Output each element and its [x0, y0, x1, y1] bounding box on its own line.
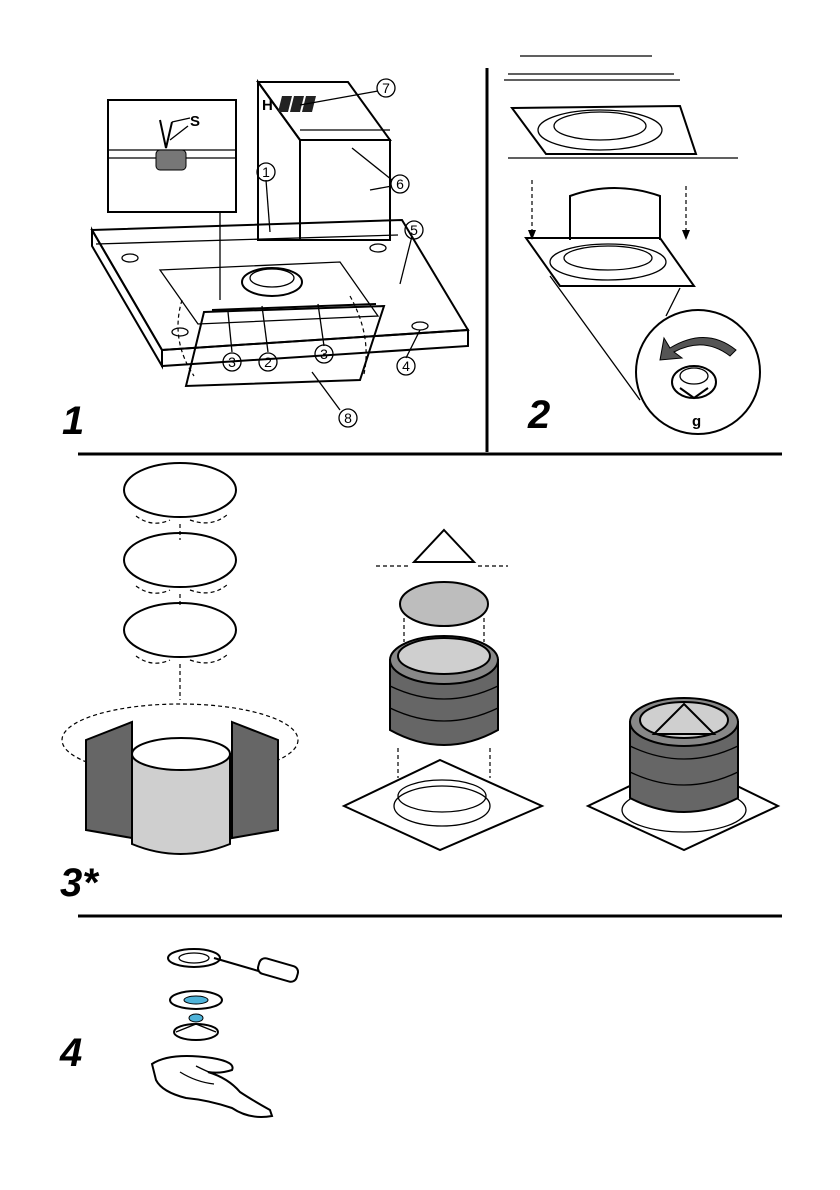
filter-disc	[400, 582, 488, 626]
step-label-1: 1	[62, 399, 84, 443]
filter-stack	[390, 636, 498, 745]
assembled-filter	[588, 698, 778, 850]
lamp-holder	[170, 991, 222, 1009]
chimney	[258, 82, 390, 240]
panel-4-lamp: 4	[59, 949, 299, 1117]
callout-1: 1	[257, 163, 275, 181]
label-s: S	[190, 113, 200, 130]
magnifier-detail: g	[636, 310, 760, 434]
svg-text:3: 3	[320, 346, 328, 362]
hand-icon	[152, 1056, 272, 1117]
callout-2: 2	[259, 353, 277, 371]
svg-text:3: 3	[228, 354, 236, 370]
filter-cover	[376, 530, 508, 566]
svg-text:8: 8	[344, 410, 352, 426]
screwdriver-icon	[214, 957, 299, 983]
step-label-4: 4	[59, 1031, 82, 1075]
ring-3	[124, 603, 236, 663]
callout-6: 6	[391, 175, 409, 193]
step-label-3: 3*	[60, 861, 100, 905]
ring-2	[124, 533, 236, 593]
ring-1	[124, 463, 236, 523]
canopy	[92, 220, 468, 376]
step-label-2: 2	[527, 393, 550, 437]
base-plate-1	[344, 760, 542, 850]
label-g: g	[692, 413, 701, 430]
callout-8: 8	[339, 409, 357, 427]
panel-3-filter: 3*	[60, 463, 778, 905]
filter-sleeve	[62, 704, 298, 854]
svg-text:6: 6	[396, 176, 404, 192]
panel-2-ceiling: g 2	[504, 56, 760, 437]
callout-4: 4	[397, 357, 415, 375]
svg-text:2: 2	[264, 354, 272, 370]
svg-text:7: 7	[382, 80, 390, 96]
svg-text:1: 1	[262, 164, 270, 180]
vent-slots	[278, 96, 316, 112]
panel-1-hood: S H 1 2 3 3 4 5 6 7 8 1	[62, 79, 468, 443]
callout-7: 7	[377, 79, 395, 97]
svg-text:5: 5	[410, 222, 418, 238]
bulb-icon	[189, 1014, 203, 1022]
lamp-lens	[174, 1024, 218, 1040]
label-h: H	[262, 97, 273, 114]
rotate-arrow-icon	[660, 337, 736, 360]
lamp-cover	[168, 949, 220, 967]
svg-text:4: 4	[402, 358, 410, 374]
